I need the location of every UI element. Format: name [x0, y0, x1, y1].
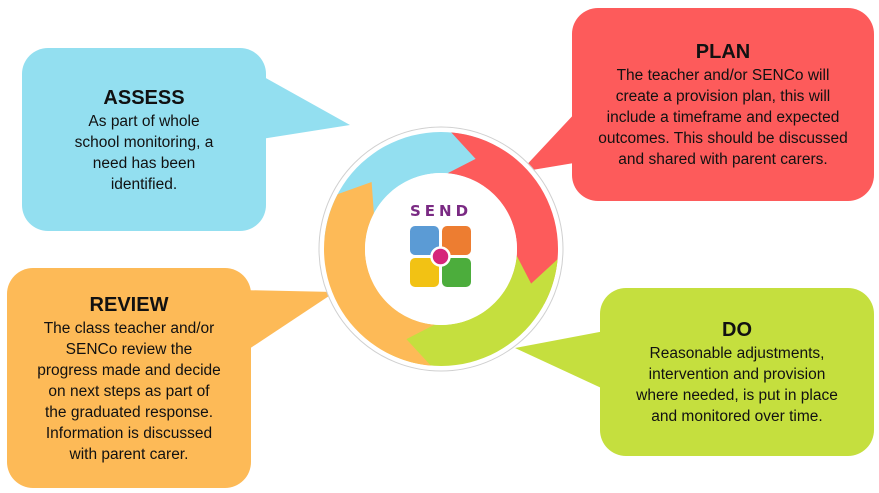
review-line: SENCo review the [65, 340, 193, 358]
plan-title: PLAN [695, 41, 751, 63]
assess-line: identified. [110, 175, 178, 193]
assess-line: As part of whole [88, 112, 200, 130]
review-line: with parent carer. [69, 445, 189, 463]
assess-line: need has been [92, 154, 196, 172]
plan-line: outcomes. This should be discussed [598, 130, 848, 147]
do-line: where needed, is put in place [636, 387, 838, 404]
review-bubble-tail [240, 290, 335, 355]
do-line: Reasonable adjustments, [649, 345, 825, 362]
assess-bubble-tail [255, 72, 350, 140]
logo-tile-yellow [410, 258, 439, 287]
do-line: intervention and provision [648, 366, 826, 383]
assess-description: As part of whole school monitoring, a ne… [75, 111, 214, 195]
plan-line: create a provision plan, this will [615, 88, 831, 105]
review-title: REVIEW [89, 293, 169, 316]
do-box: DO Reasonable adjustments, intervention … [600, 288, 874, 456]
send-logo-text: SEND [409, 202, 473, 220]
review-box: REVIEW The class teacher and/or SENCo re… [7, 268, 251, 488]
do-description: Reasonable adjustments, intervention and… [636, 343, 838, 427]
assess-title: ASSESS [103, 86, 185, 109]
cycle-arrow-plan [447, 132, 559, 316]
logo-center-dot [430, 246, 451, 267]
send-logo: SEND [400, 202, 482, 290]
do-bubble-tail [515, 330, 610, 392]
plan-description: The teacher and/or SENCo will create a p… [598, 65, 848, 170]
plan-bubble [572, 8, 874, 201]
send-logo-mark [410, 226, 471, 287]
cycle-ring [323, 131, 559, 367]
logo-tile-orange [442, 226, 471, 255]
plan-box: PLAN The teacher and/or SENCo will creat… [572, 8, 874, 201]
cycle-arrow-do [374, 255, 558, 367]
assess-bubble [22, 48, 266, 231]
plan-line: include a timeframe and expected [606, 109, 840, 126]
review-description: The class teacher and/or SENCo review th… [37, 318, 221, 465]
assess-line: school monitoring, a [74, 133, 214, 151]
do-title: DO [722, 319, 752, 341]
review-line: on next steps as part of [48, 382, 210, 400]
cycle-arrow-review [323, 182, 435, 366]
assess-box: ASSESS As part of whole school monitorin… [22, 48, 266, 231]
logo-tile-blue [410, 226, 439, 255]
review-line: Information is discussed [45, 424, 213, 442]
review-bubble [7, 268, 251, 488]
review-line: the graduated response. [44, 403, 214, 421]
do-line: and monitored over time. [651, 408, 823, 425]
plan-line: The teacher and/or SENCo will [616, 67, 830, 84]
review-line: progress made and decide [37, 361, 221, 379]
logo-tile-green [442, 258, 471, 287]
plan-line: and shared with parent carers. [618, 151, 828, 168]
do-bubble [600, 288, 874, 456]
review-line: The class teacher and/or [43, 319, 215, 337]
